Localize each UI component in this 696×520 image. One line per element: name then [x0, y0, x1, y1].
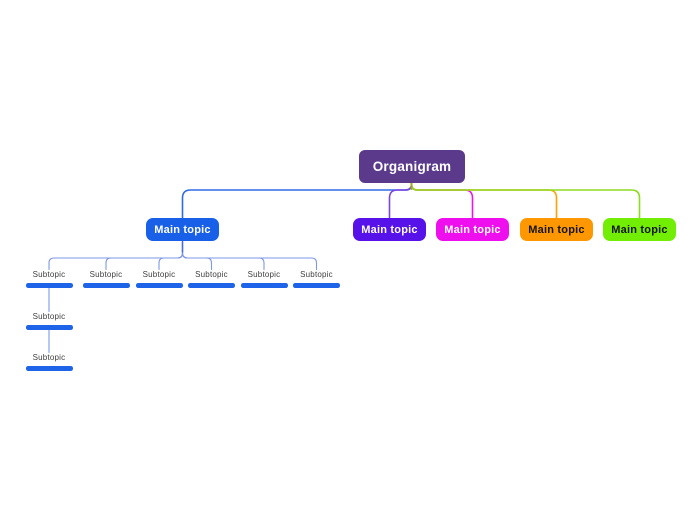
subtopic-node-1[interactable]: Subtopic [25, 269, 73, 288]
subtopic-label: Subtopic [247, 270, 281, 279]
edge-main1-to-sub-1 [48, 240, 184, 271]
edge-root-to-main-4 [410, 182, 558, 219]
subtopic-underline-bar [188, 283, 235, 288]
main-topic-node-1[interactable]: Main topic [146, 218, 219, 241]
subtopic-label: Subtopic [32, 270, 66, 279]
edge-main1-to-sub-6 [181, 240, 318, 271]
subtopic-underline-bar [25, 283, 73, 288]
edge-main1-to-sub-4 [181, 240, 213, 271]
subtopic-label: Subtopic [32, 353, 66, 362]
subtopic-label: Subtopic [32, 312, 66, 321]
main-topic-node-2[interactable]: Main topic [353, 218, 426, 241]
subtopic-node-2[interactable]: Subtopic [82, 269, 130, 288]
subtopic-label: Subtopic [89, 270, 123, 279]
subtopic-label: Subtopic [142, 270, 176, 279]
main-topic-node-4[interactable]: Main topic [520, 218, 593, 241]
subtopic-underline-bar [293, 283, 340, 288]
edge-main1-to-sub-5 [181, 240, 265, 271]
subtopic-node-4[interactable]: Subtopic [188, 269, 235, 288]
nested-subtopic-node-1[interactable]: Subtopic [25, 311, 73, 330]
subtopic-label: Subtopic [195, 270, 228, 279]
main-topic-node-5[interactable]: Main topic [603, 218, 676, 241]
subtopic-underline-bar [240, 283, 288, 288]
main-topic-node-3[interactable]: Main topic [436, 218, 509, 241]
subtopic-underline-bar [82, 283, 130, 288]
nested-subtopic-node-2[interactable]: Subtopic [25, 352, 73, 371]
edge-root-to-main-1 [181, 182, 413, 219]
subtopic-node-6[interactable]: Subtopic [293, 269, 340, 288]
subtopic-label: Subtopic [300, 270, 333, 279]
subtopic-node-3[interactable]: Subtopic [135, 269, 183, 288]
subtopic-node-5[interactable]: Subtopic [240, 269, 288, 288]
subtopic-connectors [48, 240, 318, 354]
edge-root-to-main-3 [410, 182, 474, 219]
root-topic-node[interactable]: Organigram [359, 150, 465, 183]
subtopic-underline-bar [25, 366, 73, 371]
subtopic-underline-bar [135, 283, 183, 288]
edge-root-to-main-2 [388, 182, 413, 219]
edge-main1-to-sub-2 [105, 240, 184, 271]
subtopic-underline-bar [25, 325, 73, 330]
edge-root-to-main-5 [410, 182, 641, 219]
edge-main1-to-sub-3 [158, 240, 184, 271]
